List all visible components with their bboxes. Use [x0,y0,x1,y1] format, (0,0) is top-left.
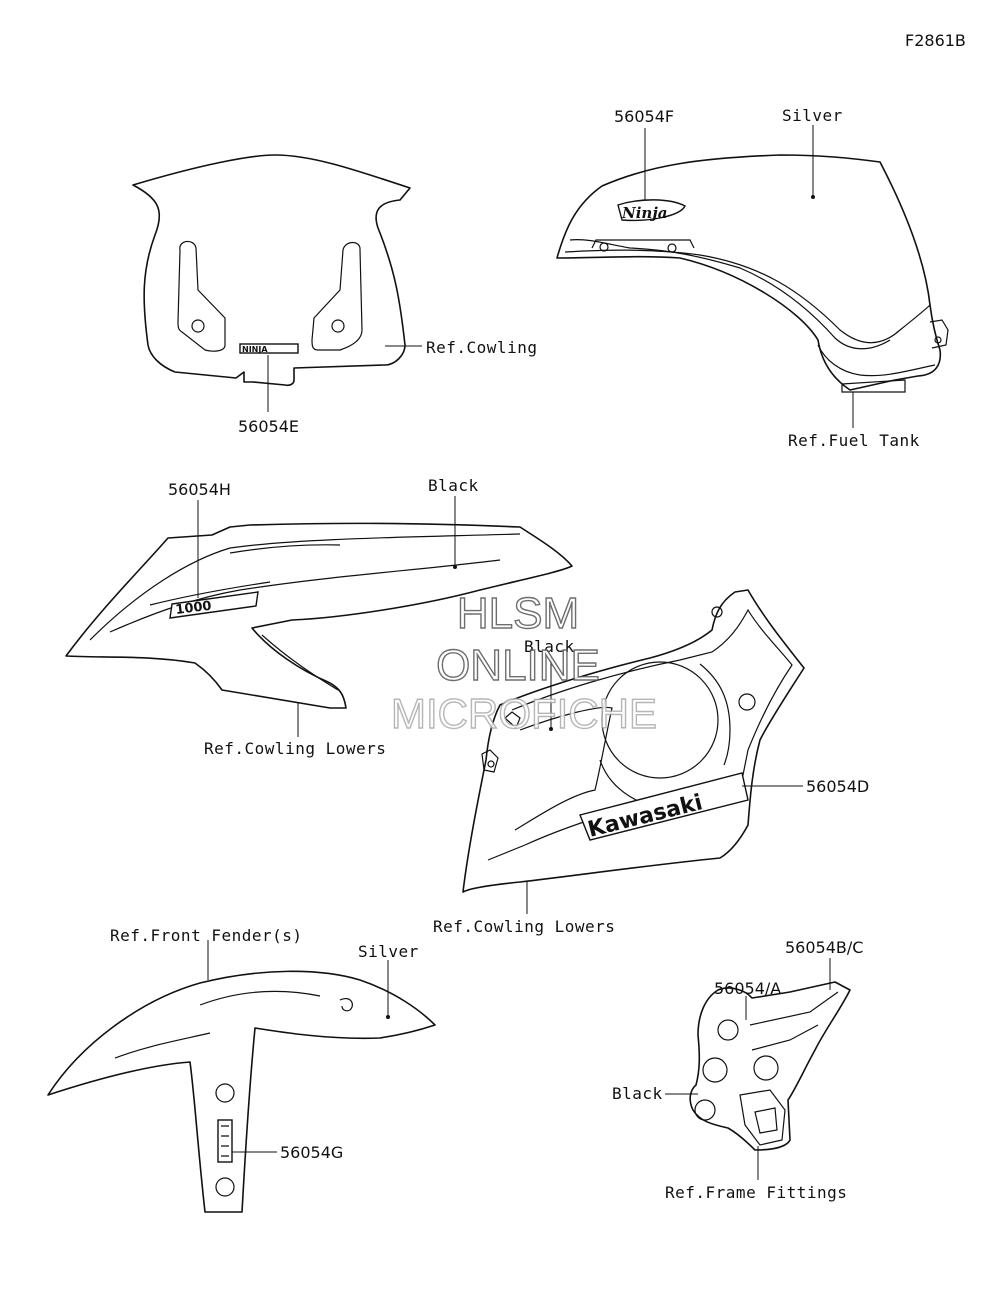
upper-cowl-part: 1000 [65,496,573,737]
windscreen-ref-label: Ref.Cowling [426,338,537,357]
watermark-line-1: HLSM [457,589,579,638]
fuel-tank-part: Ninja [556,125,949,428]
windscreen-part-number: 56054E [238,417,299,436]
fuel-tank-part-number: 56054F [614,107,674,126]
watermark: HLSM ONLINE MICROFICHE [390,588,657,737]
frame-fitting-part [665,958,851,1180]
upper-cowl-part-number: 56054H [168,480,231,499]
upper-cowl-color-label: Black [428,476,479,495]
lower-cowl-part: Kawasaki [462,589,805,914]
figure-code: F2861B [905,31,966,50]
frame-fitting-part-number-a: 56054/A [714,979,781,998]
windscreen-part: NINJA [132,154,422,412]
frame-fitting-part-number-bc: 56054B/C [785,938,863,957]
lower-cowl-part-number: 56054D [806,777,869,796]
lower-cowl-color-label: Black [524,637,575,656]
front-fender-part [47,940,436,1213]
windscreen-decal-text: NINJA [242,345,268,354]
front-fender-color-label: Silver [358,942,419,961]
frame-fitting-ref-label: Ref.Frame Fittings [665,1183,847,1202]
lower-cowl-ref-label: Ref.Cowling Lowers [433,917,615,936]
fuel-tank-ref-label: Ref.Fuel Tank [788,431,920,450]
upper-cowl-decal-text: 1000 [175,599,213,618]
watermark-line-2: ONLINE [436,641,600,690]
watermark-line-3: MICROFICHE [391,690,657,737]
front-fender-part-number: 56054G [280,1143,343,1162]
fuel-tank-decal-text: Ninja [621,204,667,222]
frame-fitting-color-label: Black [612,1084,663,1103]
fuel-tank-color-label: Silver [782,106,843,125]
upper-cowl-ref-label: Ref.Cowling Lowers [204,739,386,758]
front-fender-ref-label: Ref.Front Fender(s) [110,926,303,945]
